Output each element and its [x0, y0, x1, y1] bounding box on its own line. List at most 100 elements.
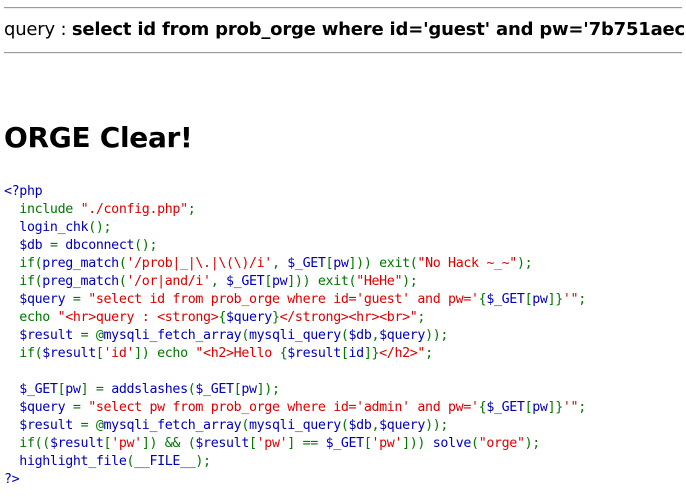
code-token: "No Hack ~_~": [417, 256, 517, 271]
code-token: (: [241, 418, 249, 433]
code-token: ]) && (: [141, 436, 196, 451]
code-token: );: [195, 454, 211, 469]
code-token: ;: [417, 310, 426, 325]
code-token: 'pw': [371, 436, 403, 451]
code-token: [: [57, 382, 66, 397]
code-token: "select id from prob_orge where id='gues…: [88, 292, 479, 307]
code-line: <?php: [4, 183, 586, 201]
code-token: (: [340, 328, 349, 343]
code-token: ,: [371, 328, 380, 343]
code-token: $query: [4, 400, 73, 415]
code-token: ] ==: [287, 436, 326, 451]
code-token: '/prob|_|\.|\(\)/i': [126, 256, 273, 271]
code-token: ,: [210, 274, 227, 289]
code-token: );: [524, 436, 541, 451]
code-token: solve: [432, 436, 472, 451]
code-token: ])) exit(: [287, 274, 357, 289]
code-token: pw: [333, 256, 349, 271]
code-token: $query: [4, 292, 73, 307]
middle-horizontal-rule: [4, 52, 682, 54]
code-token: ;: [578, 292, 586, 307]
code-token: 'pw': [256, 436, 288, 451]
code-token: echo: [4, 310, 58, 325]
code-line: include "./config.php";: [4, 201, 586, 219]
code-line: if($result['id']) echo "<h2>Hello {$resu…: [4, 345, 586, 363]
code-token: (: [118, 256, 127, 271]
code-token: =: [72, 400, 89, 415]
code-token: '/or|and/i': [126, 274, 212, 289]
code-token: (: [118, 274, 127, 289]
code-token: 'id': [103, 346, 135, 361]
code-token: [: [233, 382, 242, 397]
code-line: highlight_file(__FILE__);: [4, 453, 586, 471]
code-token: pw: [532, 292, 548, 307]
code-token: [: [524, 292, 533, 307]
code-token: $result: [195, 436, 249, 451]
code-token: if(: [4, 256, 43, 271]
code-token: $result: [4, 328, 81, 343]
code-line: if(preg_match('/prob|_|\.|\(\)/i', $_GET…: [4, 255, 586, 273]
code-token: </h2>": [379, 346, 426, 361]
code-token: <?php: [4, 184, 43, 199]
code-line: $query = "select pw from prob_orge where…: [4, 399, 586, 417]
code-line: login_chk();: [4, 219, 586, 237]
code-token: preg_match: [42, 256, 119, 271]
code-token: addslashes: [111, 382, 188, 397]
code-token: $result: [42, 346, 96, 361]
code-token: = @: [80, 418, 104, 433]
code-token: $_GET: [325, 436, 365, 451]
code-token: ])) exit(: [348, 256, 418, 271]
code-token: ]}: [547, 400, 564, 415]
code-token: =: [49, 238, 66, 253]
code-token: (: [126, 454, 135, 469]
code-token: "HeHe": [356, 274, 403, 289]
code-token: ));: [425, 328, 449, 343]
code-token: [4, 364, 12, 379]
code-token: "<h2>Hello: [195, 346, 280, 361]
code-token: mysqli_fetch_array: [103, 418, 242, 433]
code-token: '": [562, 292, 579, 307]
code-token: pw: [532, 400, 548, 415]
code-token: );: [516, 256, 533, 271]
code-token: mysqli_query: [249, 418, 341, 433]
code-line: $result = @mysqli_fetch_array(mysqli_que…: [4, 327, 586, 345]
code-token: "./config.php": [80, 202, 189, 217]
code-token: </strong><hr><br>": [279, 310, 418, 325]
code-token: [: [95, 346, 104, 361]
code-line: ?>: [4, 471, 586, 489]
code-line: $db = dbconnect();: [4, 237, 586, 255]
code-token: ?>: [4, 472, 20, 487]
code-token: $_GET: [4, 382, 58, 397]
code-token: dbconnect: [65, 238, 135, 253]
top-horizontal-rule: [4, 7, 682, 9]
code-token: ]}: [547, 292, 564, 307]
code-token: "orge": [478, 436, 525, 451]
code-token: }: [271, 310, 280, 325]
code-token: ));: [425, 418, 449, 433]
code-token: ;: [187, 202, 196, 217]
code-token: [: [264, 274, 272, 289]
code-token: ,: [371, 418, 380, 433]
code-token: "<hr>query : <strong>: [57, 310, 219, 325]
code-token: pw: [65, 382, 81, 397]
code-token: $query: [379, 328, 426, 343]
code-line: echo "<hr>query : <strong>{$query}</stro…: [4, 309, 586, 327]
code-line: $_GET[pw] = addslashes($_GET[pw]);: [4, 381, 586, 399]
code-token: id: [348, 346, 365, 361]
code-line: $result = @mysqli_fetch_array(mysqli_que…: [4, 417, 586, 435]
code-line: [4, 363, 586, 381]
code-token: );: [402, 274, 418, 289]
code-token: ]) echo: [134, 346, 196, 361]
code-token: mysqli_query: [249, 328, 341, 343]
highlighted-source-code: <?php include "./config.php"; login_chk(…: [4, 183, 586, 489]
code-token: ;: [578, 400, 586, 415]
code-token: login_chk: [4, 220, 89, 235]
code-token: $_GET: [287, 256, 326, 271]
code-token: include: [4, 202, 81, 217]
code-token: $result: [4, 418, 81, 433]
query-label: query :: [4, 19, 72, 40]
code-token: $_GET: [195, 382, 234, 397]
code-token: (: [187, 382, 196, 397]
code-token: $db: [348, 418, 372, 433]
code-token: ,: [271, 256, 288, 271]
